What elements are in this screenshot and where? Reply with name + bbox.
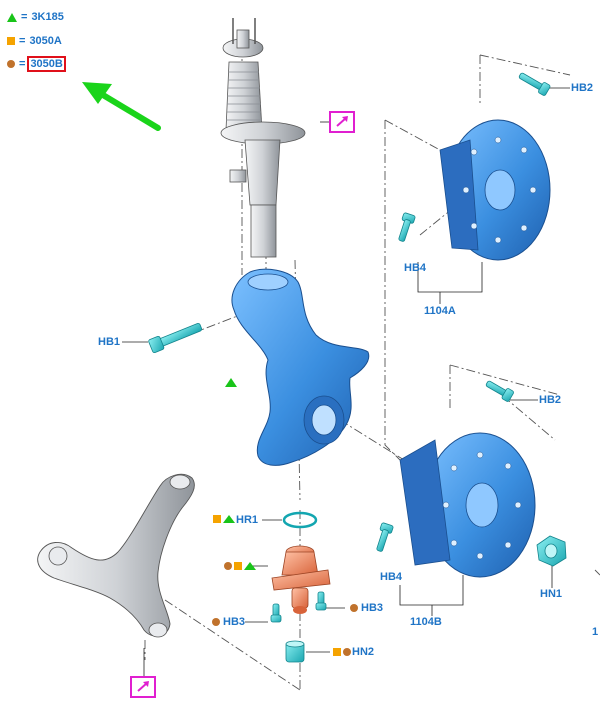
label-hr1[interactable]: HR1 xyxy=(236,514,259,526)
square-symbol-balljoint xyxy=(234,562,242,570)
reference-link-control-arm[interactable] xyxy=(130,676,156,698)
label-hb4-lower[interactable]: HB4 xyxy=(380,571,403,583)
reference-arrow-icon xyxy=(137,681,149,692)
bolt-hb1 xyxy=(148,323,203,354)
legend-item-3050a: = 3050A xyxy=(7,34,62,48)
square-symbol-hn2 xyxy=(333,648,341,656)
label-hn2[interactable]: HN2 xyxy=(352,646,375,658)
legend-code[interactable]: 3050A xyxy=(29,35,62,47)
lower-control-arm xyxy=(37,473,195,638)
square-symbol-hr1 xyxy=(213,515,221,523)
label-hub-1104b[interactable]: 1104B xyxy=(410,616,442,628)
label-hb3-left[interactable]: HB3 xyxy=(223,616,246,628)
triangle-symbol xyxy=(7,12,17,22)
label-hb2-lower[interactable]: HB2 xyxy=(539,394,562,406)
bolt-hb2-lower xyxy=(485,380,514,402)
legend-item-3050b: = 3050B xyxy=(7,56,66,72)
legend-code[interactable]: 3K185 xyxy=(31,11,64,23)
assembly-lines xyxy=(144,30,600,691)
hub-bearing-lower xyxy=(399,432,536,578)
bolt-hb2-upper xyxy=(518,72,551,96)
steering-knuckle xyxy=(231,268,370,466)
circle-symbol-hn2 xyxy=(343,648,351,656)
nut-hn1 xyxy=(536,535,567,567)
triangle-symbol-hr1 xyxy=(223,515,235,523)
circle-symbol-hb3-left xyxy=(212,618,220,626)
stud-hb4-lower xyxy=(376,522,394,552)
hub-bearing-upper xyxy=(439,119,551,261)
label-hub-1104a[interactable]: 1104A xyxy=(424,305,456,317)
label-hb2-upper[interactable]: HB2 xyxy=(571,82,594,94)
reference-arrow-icon xyxy=(336,116,348,127)
circle-symbol xyxy=(7,60,15,68)
pointer-arrow-icon xyxy=(82,82,161,131)
nut-hn2 xyxy=(285,640,305,663)
strut-assembly xyxy=(220,18,306,258)
legend-code-selected[interactable]: 3050B xyxy=(27,56,66,72)
label-cut-off: 1 xyxy=(592,626,599,638)
circle-symbol-balljoint xyxy=(224,562,232,570)
label-symbols xyxy=(212,378,358,656)
bolt-hb3-right xyxy=(315,591,327,611)
label-hb1[interactable]: HB1 xyxy=(98,336,121,348)
label-hb4-upper[interactable]: HB4 xyxy=(404,262,427,274)
triangle-symbol-knuckle xyxy=(225,378,237,387)
square-symbol xyxy=(7,37,15,45)
retaining-ring-hr1 xyxy=(282,511,318,529)
legend-item-3k185: = 3K185 xyxy=(7,10,64,24)
stud-hb4-upper xyxy=(398,212,416,242)
bolt-hb3-left xyxy=(270,603,282,623)
fasteners xyxy=(148,72,567,663)
ball-joint xyxy=(271,545,331,614)
label-hn1[interactable]: HN1 xyxy=(540,588,563,600)
label-hb3-right[interactable]: HB3 xyxy=(361,602,384,614)
circle-symbol-hb3-right xyxy=(350,604,358,612)
triangle-symbol-balljoint xyxy=(244,562,256,570)
reference-link-strut[interactable] xyxy=(329,111,355,133)
